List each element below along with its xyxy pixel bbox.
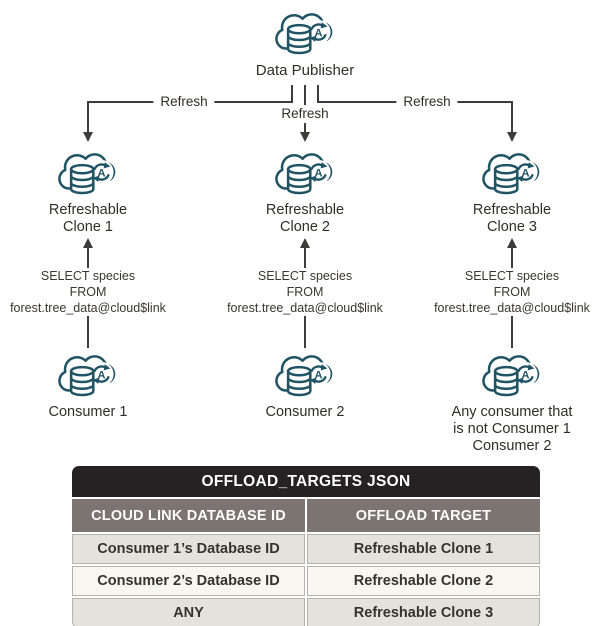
consumer3-label-line3: Consumer 2 — [472, 438, 552, 454]
clone1-label-line1: Refreshable — [48, 202, 128, 218]
svg-text:A: A — [315, 167, 323, 179]
query-text-3: SELECT species FROM forest.tree_data@clo… — [434, 268, 590, 316]
query-line: forest.tree_data@cloud$link — [227, 301, 383, 315]
table-row: Consumer 1’s Database ID Refreshable Clo… — [72, 534, 540, 564]
svg-text:A: A — [522, 167, 530, 179]
table-cell: Consumer 2’s Database ID — [72, 566, 305, 596]
autonomous-db-icon: A — [482, 355, 540, 397]
column-clone1: A Refreshable Clone 1 SELECT species FRO… — [0, 0, 198, 421]
table-row: Consumer 2’s Database ID Refreshable Clo… — [72, 566, 540, 596]
table-header-cloud-link-db-id: CLOUD LINK DATABASE ID — [72, 499, 305, 532]
arrow-up-clone1-icon — [83, 238, 93, 268]
table-header-offload-target: OFFLOAD TARGET — [307, 499, 540, 532]
svg-text:A: A — [315, 369, 323, 381]
svg-text:A: A — [315, 27, 323, 39]
table-cell: Refreshable Clone 1 — [307, 534, 540, 564]
clone2-label: Refreshable Clone 2 — [266, 202, 344, 238]
column-clone2: A Refreshable Clone 2 SELECT species FRO… — [195, 0, 415, 421]
arrow-up-clone3-icon — [507, 238, 517, 268]
query-text-2: SELECT species FROM forest.tree_data@clo… — [227, 268, 383, 316]
consumer3-icon-slot: A — [479, 348, 545, 404]
clone1-label: Refreshable Clone 1 — [49, 202, 127, 238]
consumer2-icon-slot: A — [272, 348, 338, 404]
refresh-label-middle: Refresh — [274, 106, 336, 121]
connector-right-vertical — [511, 101, 513, 132]
svg-text:A: A — [522, 369, 530, 381]
consumer1-label-line: Consumer 1 — [48, 404, 128, 420]
arrow-up-clone2-icon — [300, 238, 310, 268]
consumer3-label: Any consumer that is not Consumer 1 Cons… — [452, 404, 573, 455]
connector-left-vertical — [87, 101, 89, 132]
clone1-label-line2: Clone 1 — [63, 219, 113, 235]
query-line: SELECT species — [40, 269, 136, 283]
autonomous-db-icon: A — [275, 355, 333, 397]
arrow-down-left-icon — [82, 132, 93, 142]
publisher-label: Data Publisher — [255, 62, 355, 79]
query-line: SELECT species — [257, 269, 353, 283]
query-line: FROM — [69, 285, 107, 299]
consumer2-label-line: Consumer 2 — [265, 404, 345, 420]
query-line: forest.tree_data@cloud$link — [434, 301, 590, 315]
clone3-label: Refreshable Clone 3 — [473, 202, 551, 238]
connector-consumer3 — [511, 316, 513, 348]
refresh-label-left: Refresh — [153, 94, 215, 109]
connector-stub-middle — [304, 85, 306, 105]
table-row: ANY Refreshable Clone 3 — [72, 598, 540, 626]
clone3-label-line2: Clone 3 — [487, 219, 537, 235]
autonomous-db-icon: A — [275, 153, 333, 195]
query-line: forest.tree_data@cloud$link — [10, 301, 166, 315]
consumer1-label: Consumer 1 — [49, 404, 128, 421]
table-title: OFFLOAD_TARGETS JSON — [72, 466, 540, 497]
query-line: SELECT species — [464, 269, 560, 283]
clone3-label-line1: Refreshable — [472, 202, 552, 218]
consumer3-label-line2: is not Consumer 1 — [453, 421, 571, 437]
table-cell: Consumer 1’s Database ID — [72, 534, 305, 564]
query-text-1: SELECT species FROM forest.tree_data@clo… — [10, 268, 166, 316]
publisher-icon-slot: A — [272, 6, 338, 62]
refresh-label-right: Refresh — [396, 94, 458, 109]
svg-text:A: A — [98, 167, 106, 179]
table-cell: Refreshable Clone 2 — [307, 566, 540, 596]
autonomous-db-icon: A — [275, 13, 333, 55]
connector-consumer2 — [304, 316, 306, 348]
table-header-row: CLOUD LINK DATABASE ID OFFLOAD TARGET — [72, 499, 540, 532]
query-line: FROM — [493, 285, 531, 299]
clone3-icon-slot: A — [479, 146, 545, 202]
autonomous-db-icon: A — [482, 153, 540, 195]
clone2-icon-slot: A — [272, 146, 338, 202]
consumer1-icon-slot: A — [55, 348, 121, 404]
arrow-down-right-icon — [506, 132, 517, 142]
autonomous-db-icon: A — [58, 355, 116, 397]
svg-text:A: A — [98, 369, 106, 381]
offload-targets-table: OFFLOAD_TARGETS JSON CLOUD LINK DATABASE… — [72, 466, 540, 626]
arrow-down-middle-icon — [299, 132, 310, 142]
clone1-icon-slot: A — [55, 146, 121, 202]
clone2-label-line2: Clone 2 — [280, 219, 330, 235]
clone2-label-line1: Refreshable — [265, 202, 345, 218]
connector-stub-right — [317, 85, 319, 103]
column-clone3: A Refreshable Clone 3 SELECT species FRO… — [402, 0, 610, 455]
table-cell: Refreshable Clone 3 — [307, 598, 540, 626]
table-cell: ANY — [72, 598, 305, 626]
autonomous-db-icon: A — [58, 153, 116, 195]
connector-stub-left — [291, 85, 293, 103]
consumer2-label: Consumer 2 — [266, 404, 345, 421]
connector-consumer1 — [87, 316, 89, 348]
consumer3-label-line1: Any consumer that — [451, 404, 573, 420]
query-line: FROM — [286, 285, 324, 299]
connector-middle-vertical — [304, 123, 306, 132]
